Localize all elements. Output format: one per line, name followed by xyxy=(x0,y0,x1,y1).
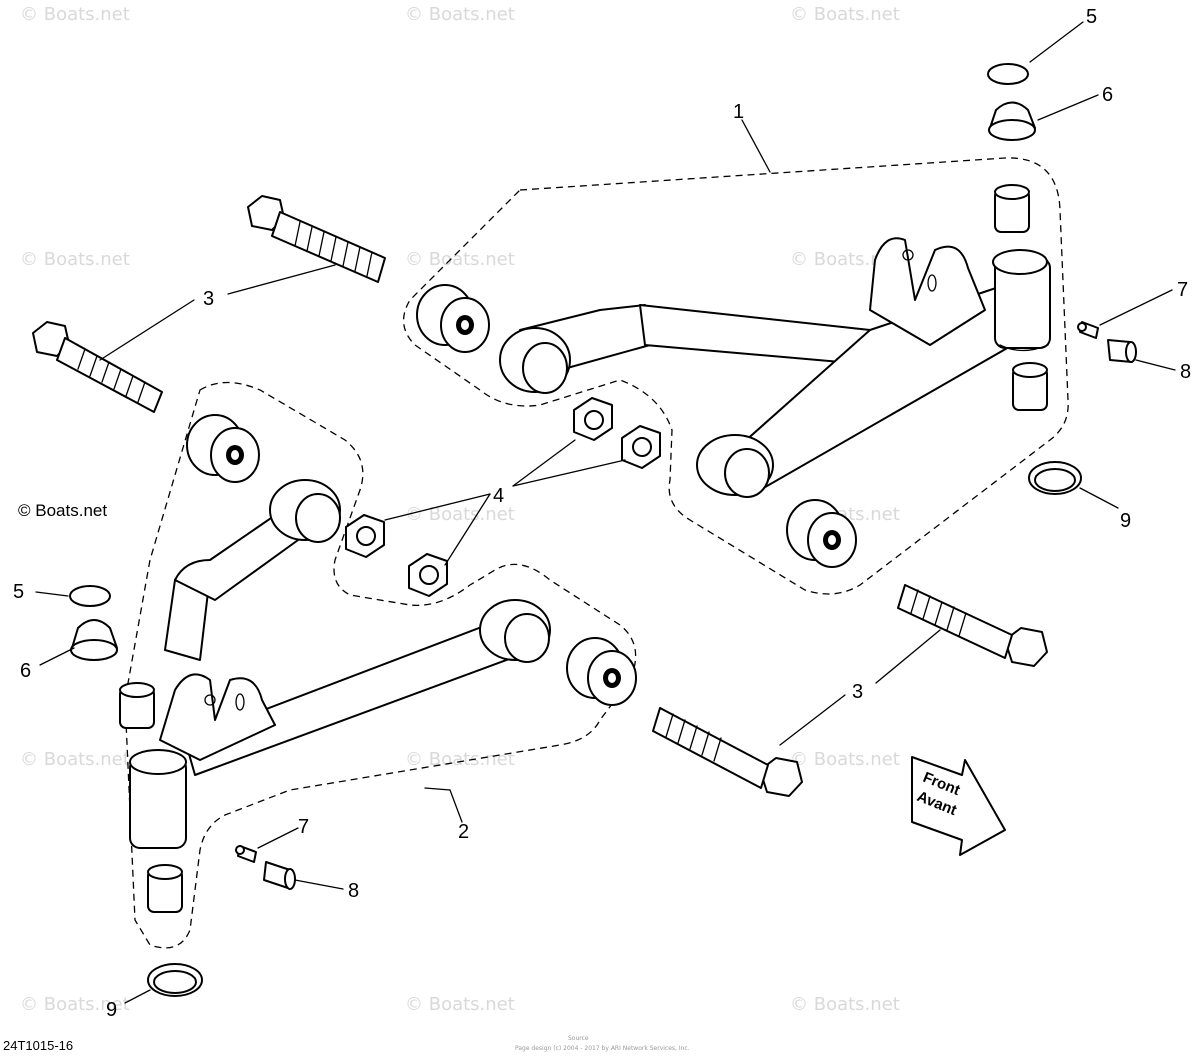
callout-3: 3 xyxy=(852,681,863,703)
leader-lines xyxy=(35,21,1176,1004)
watermark: © Boats.net xyxy=(405,249,515,270)
footer-page-design: Page design (c) 2004 - 2017 by ARI Netwo… xyxy=(515,1045,690,1052)
dust-boot xyxy=(988,101,1036,141)
callout-7: 7 xyxy=(298,816,309,838)
watermark: © Boats.net xyxy=(405,4,515,25)
ring xyxy=(69,585,111,607)
nut xyxy=(621,425,661,469)
cap xyxy=(1107,339,1137,363)
bushing xyxy=(416,284,490,353)
dust-boot xyxy=(70,619,118,661)
bearing-sleeve xyxy=(994,184,1030,233)
callout-8: 8 xyxy=(1180,361,1191,383)
watermark: © Boats.net xyxy=(405,749,515,770)
callout-5: 5 xyxy=(13,581,24,603)
nut xyxy=(408,553,448,597)
upper-control-arm xyxy=(416,237,1051,568)
callout-7: 7 xyxy=(1177,279,1188,301)
bolt xyxy=(897,584,1048,667)
watermark-layer: © Boats.net © Boats.net © Boats.net © Bo… xyxy=(20,4,900,1015)
direction-arrow: Front Avant xyxy=(911,756,1006,856)
bearing-sleeve xyxy=(1012,362,1048,411)
watermark: © Boats.net xyxy=(790,4,900,25)
seal-ring xyxy=(147,963,203,997)
watermark: © Boats.net xyxy=(790,249,900,270)
cap xyxy=(263,861,296,890)
watermark: © Boats.net xyxy=(405,994,515,1015)
callout-9: 9 xyxy=(106,999,117,1021)
bearing-sleeve xyxy=(147,864,183,913)
footer-source: Source xyxy=(568,1035,589,1042)
callout-6: 6 xyxy=(1102,84,1113,106)
grease-fitting xyxy=(235,845,257,863)
lower-control-arm xyxy=(129,414,637,849)
callout-5: 5 xyxy=(1086,6,1097,28)
watermark: © Boats.net xyxy=(20,249,130,270)
watermark: © Boats.net xyxy=(20,4,130,25)
bolt xyxy=(32,321,163,413)
drawing-code: 24T1015-16 xyxy=(3,1038,73,1053)
watermark: © Boats.net xyxy=(20,994,130,1015)
grease-fitting xyxy=(1077,321,1099,339)
watermark: © Boats.net xyxy=(405,504,515,525)
watermark: © Boats.net xyxy=(20,749,130,770)
lower-arm-outline xyxy=(124,381,637,949)
callout-6: 6 xyxy=(20,660,31,682)
seal-ring xyxy=(1028,461,1082,495)
bolt xyxy=(652,707,803,797)
nut xyxy=(345,514,385,558)
bushing xyxy=(566,637,637,706)
ring xyxy=(987,63,1029,85)
bolt xyxy=(247,195,386,283)
watermark: © Boats.net xyxy=(790,749,900,770)
upper-arm-outline xyxy=(403,157,1069,595)
watermark: © Boats.net xyxy=(790,994,900,1015)
nut xyxy=(573,397,613,441)
callout-4: 4 xyxy=(493,485,504,507)
callout-2: 2 xyxy=(458,821,469,843)
callout-8: 8 xyxy=(348,880,359,902)
callouts: 1 2 3 3 4 5 5 6 6 7 7 8 8 9 9 xyxy=(13,6,1191,1021)
bushing xyxy=(186,414,260,483)
callout-3: 3 xyxy=(203,288,214,310)
callout-1: 1 xyxy=(733,101,744,123)
bearing-sleeve xyxy=(119,682,155,729)
copyright-label: © Boats.net xyxy=(18,501,107,520)
bushing xyxy=(786,499,857,568)
callout-9: 9 xyxy=(1120,510,1131,532)
